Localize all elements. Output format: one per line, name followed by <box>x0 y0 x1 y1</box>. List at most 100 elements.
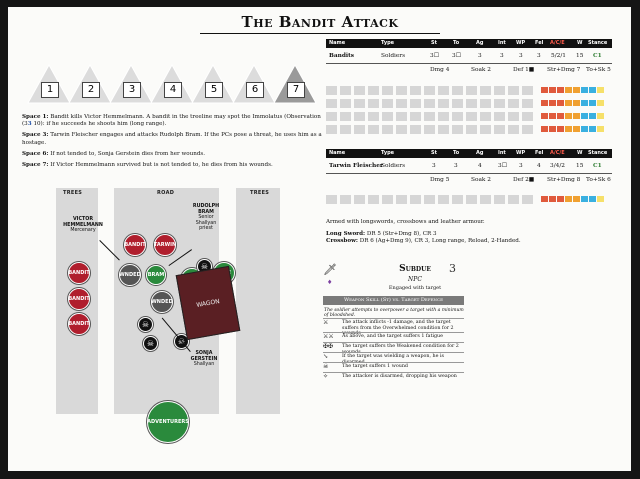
wound-box[interactable] <box>480 86 491 95</box>
wound-box[interactable] <box>480 112 491 121</box>
health-pip[interactable] <box>557 126 564 132</box>
wound-box[interactable] <box>382 86 393 95</box>
bram-token[interactable]: BRAM <box>146 265 166 285</box>
wound-box[interactable] <box>438 112 449 121</box>
wound-box[interactable] <box>466 99 477 108</box>
wound-box[interactable] <box>340 112 351 121</box>
wound-box[interactable] <box>508 195 519 204</box>
health-pip[interactable] <box>549 87 556 93</box>
health-pip[interactable] <box>597 196 604 202</box>
health-pip[interactable] <box>589 100 596 106</box>
wound-box[interactable] <box>438 125 449 134</box>
wound-box[interactable] <box>382 99 393 108</box>
wound-box[interactable] <box>494 112 505 121</box>
health-pip[interactable] <box>565 113 572 119</box>
wound-box[interactable] <box>340 99 351 108</box>
wound-box[interactable] <box>522 99 533 108</box>
wound-box[interactable] <box>326 86 337 95</box>
wound-box[interactable] <box>410 195 421 204</box>
wound-box[interactable] <box>410 125 421 134</box>
wound-box[interactable] <box>396 112 407 121</box>
health-pip[interactable] <box>597 113 604 119</box>
health-pip[interactable] <box>565 100 572 106</box>
health-pip[interactable] <box>565 126 572 132</box>
wound-box[interactable] <box>438 195 449 204</box>
victor-wounded-token[interactable]: WNDED <box>119 264 141 286</box>
health-pip[interactable] <box>589 126 596 132</box>
health-pip[interactable] <box>557 113 564 119</box>
wound-box[interactable] <box>424 112 435 121</box>
health-pip[interactable] <box>557 100 564 106</box>
sonja-wounded-token[interactable]: WNDED <box>151 291 173 313</box>
wound-box[interactable] <box>340 125 351 134</box>
health-pip[interactable] <box>581 126 588 132</box>
wound-box[interactable] <box>508 86 519 95</box>
wound-box[interactable] <box>494 195 505 204</box>
bandit-token-road[interactable]: BANDIT <box>124 234 146 256</box>
wound-box[interactable] <box>354 125 365 134</box>
wound-box[interactable] <box>466 125 477 134</box>
health-pip[interactable] <box>565 196 572 202</box>
wound-box[interactable] <box>396 86 407 95</box>
wound-box[interactable] <box>452 86 463 95</box>
health-pip[interactable] <box>573 87 580 93</box>
health-pip[interactable] <box>581 100 588 106</box>
health-pip[interactable] <box>573 126 580 132</box>
health-pip[interactable] <box>557 87 564 93</box>
health-pip[interactable] <box>541 126 548 132</box>
health-pip[interactable] <box>541 196 548 202</box>
wound-box[interactable] <box>438 99 449 108</box>
wound-box[interactable] <box>466 195 477 204</box>
wound-box[interactable] <box>438 86 449 95</box>
wound-box[interactable] <box>452 195 463 204</box>
bandit-token-1[interactable]: BANDIT <box>68 262 90 284</box>
wound-box[interactable] <box>494 99 505 108</box>
bandit-token-2[interactable]: BANDIT <box>68 288 90 310</box>
wound-box[interactable] <box>424 195 435 204</box>
wound-box[interactable] <box>326 125 337 134</box>
wound-box[interactable] <box>410 112 421 121</box>
wound-box[interactable] <box>326 99 337 108</box>
wound-box[interactable] <box>466 86 477 95</box>
health-pip[interactable] <box>581 113 588 119</box>
wagon[interactable]: WAGON <box>175 265 241 341</box>
health-pip[interactable] <box>565 87 572 93</box>
wound-box[interactable] <box>382 125 393 134</box>
wound-box[interactable] <box>368 195 379 204</box>
wound-box[interactable] <box>326 195 337 204</box>
wound-box[interactable] <box>396 125 407 134</box>
wound-box[interactable] <box>354 195 365 204</box>
wound-box[interactable] <box>368 112 379 121</box>
wound-box[interactable] <box>424 86 435 95</box>
wound-box[interactable] <box>368 125 379 134</box>
wound-box[interactable] <box>410 86 421 95</box>
health-pip[interactable] <box>549 100 556 106</box>
health-pip[interactable] <box>541 100 548 106</box>
wound-box[interactable] <box>424 125 435 134</box>
wound-box[interactable] <box>368 86 379 95</box>
wound-box[interactable] <box>452 99 463 108</box>
wound-box[interactable] <box>396 195 407 204</box>
health-pip[interactable] <box>573 113 580 119</box>
wound-box[interactable] <box>522 195 533 204</box>
health-pip[interactable] <box>597 100 604 106</box>
health-pip[interactable] <box>581 196 588 202</box>
bandit-token-3[interactable]: BANDIT <box>68 313 90 335</box>
wound-box[interactable] <box>508 99 519 108</box>
health-pip[interactable] <box>573 196 580 202</box>
health-pip[interactable] <box>557 196 564 202</box>
wound-box[interactable] <box>424 99 435 108</box>
wound-box[interactable] <box>522 112 533 121</box>
wound-box[interactable] <box>480 195 491 204</box>
health-pip[interactable] <box>573 100 580 106</box>
wound-box[interactable] <box>508 112 519 121</box>
wound-box[interactable] <box>368 99 379 108</box>
wound-box[interactable] <box>340 86 351 95</box>
wound-box[interactable] <box>396 99 407 108</box>
health-pip[interactable] <box>541 113 548 119</box>
health-pip[interactable] <box>597 126 604 132</box>
health-pip[interactable] <box>581 87 588 93</box>
wound-box[interactable] <box>340 195 351 204</box>
health-pip[interactable] <box>549 113 556 119</box>
wound-box[interactable] <box>480 99 491 108</box>
